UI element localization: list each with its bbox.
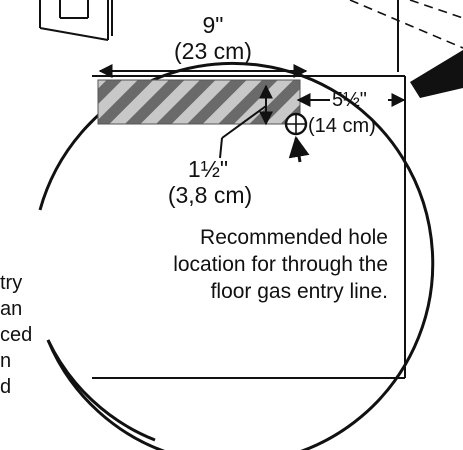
side-line: ced — [0, 324, 33, 346]
side-line: an — [0, 298, 23, 320]
depth-leader-line — [221, 105, 267, 139]
hole-marker — [284, 112, 308, 136]
depth-label-in: 1½" — [187, 156, 229, 182]
background-cabinet-lines — [39, 0, 113, 41]
dashed-guide-lines — [349, 0, 463, 49]
note-line: Recommended hole — [200, 226, 388, 249]
magnifier-circle-lower — [46, 339, 156, 442]
side-line: n — [0, 350, 12, 372]
width-label-in: 9" — [202, 12, 224, 38]
note-line: location for through the — [173, 253, 388, 276]
width-label-cm: (23 cm) — [174, 38, 252, 64]
magnifier-circle — [38, 61, 435, 450]
hole-pointer-arrow — [288, 135, 310, 163]
side-line: try — [0, 272, 23, 294]
right-offset-label-cm: (14 cm) — [308, 115, 376, 137]
callout-pointer — [410, 50, 463, 98]
cropped-side-text: try an ced n d — [0, 270, 32, 400]
cabinet-edge-lines — [397, 0, 406, 378]
hatched-zone — [97, 79, 301, 125]
right-offset-label-in: 5½" — [332, 89, 367, 111]
depth-label-cm: (3,8 cm) — [167, 182, 253, 208]
side-line: d — [0, 376, 12, 398]
recommended-hole-note: Recommended hole location for through th… — [98, 224, 388, 305]
depth-leader-line-2 — [219, 137, 223, 159]
note-line: floor gas entry line. — [210, 280, 388, 303]
